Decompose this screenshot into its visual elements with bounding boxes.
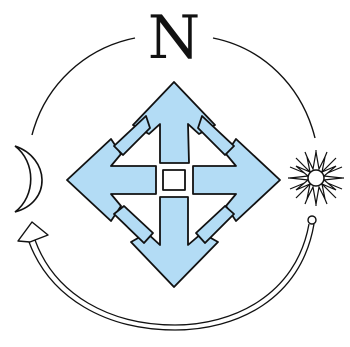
four-way-arrows-icon (67, 82, 280, 287)
crescent-moon-icon (15, 146, 42, 212)
arc-top-right (213, 38, 315, 138)
north-label: N (148, 3, 201, 73)
diamond-corner-sw (114, 206, 153, 243)
sun-icon (288, 150, 344, 206)
diamond-corner-se (196, 206, 234, 243)
arrow-start-dot (308, 216, 316, 224)
arrow-left-shape (67, 139, 156, 221)
arrow-head (18, 222, 48, 242)
arrow-right-shape (193, 139, 280, 221)
diamond-corner-ne (198, 116, 234, 155)
center-square (163, 170, 185, 190)
arc-top-left (32, 38, 135, 135)
diamond-corner-nw (114, 116, 150, 155)
